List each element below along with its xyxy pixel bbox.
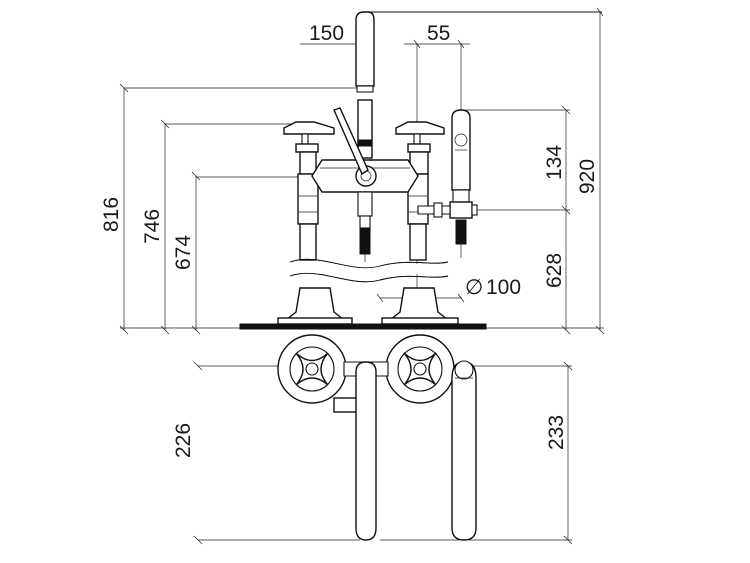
spout-top-view: [355, 361, 377, 541]
front-view: [239, 11, 487, 330]
dim-226: 226: [172, 423, 195, 458]
dim-150: 150: [309, 22, 344, 45]
dim-134: 134: [543, 145, 566, 180]
top-view: [277, 334, 477, 541]
break-line-bottom: [289, 272, 449, 283]
diverter-lever-top: [333, 397, 359, 413]
dim-920: 920: [576, 159, 599, 194]
left-valve: [277, 121, 353, 325]
diverter-handle: [333, 107, 369, 176]
dim-55: 55: [427, 22, 450, 45]
base-plate: [239, 323, 487, 330]
dim-233: 233: [545, 415, 568, 450]
dimension-lines: [119, 7, 605, 545]
dimension-labels: 150 55 816 746 674 134 920 628 ∅ 100 226…: [100, 22, 599, 458]
dim-628: 628: [543, 253, 566, 288]
right-rosette: [385, 334, 455, 404]
right-valve: [381, 121, 459, 325]
hand-shower: [417, 109, 478, 258]
left-rosette: [277, 334, 347, 404]
hand-shower-top-view: [451, 361, 477, 541]
dim-100: 100: [486, 276, 521, 299]
spout-tube: [355, 11, 375, 87]
diameter-symbol: ∅: [465, 276, 483, 299]
dim-816: 816: [100, 197, 123, 232]
dim-746: 746: [141, 209, 164, 244]
dim-674: 674: [172, 235, 195, 270]
